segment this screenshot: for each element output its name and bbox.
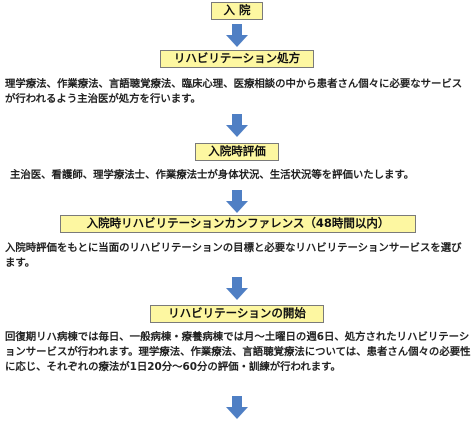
step-box-prescription: リハビリテーション処方 — [160, 50, 314, 68]
step-title-admission: 入 院 — [223, 3, 251, 17]
arrow-down-icon — [225, 277, 249, 301]
step-box-admission: 入 院 — [211, 2, 263, 20]
step-box-rehab-start: リハビリテーションの開始 — [150, 305, 324, 323]
step-title-rehab-start: リハビリテーションの開始 — [168, 306, 306, 320]
step-description-admission-evaluation: 主治医、看護師、理学療法士、作業療法士が身体状況、生活状況等を評価いたします。 — [10, 169, 415, 181]
step-title-admission-evaluation: 入院時評価 — [208, 144, 266, 158]
step-description-conference: 入院時評価をもとに当面のリハビリテーションの目標と必要なリハビリテーションサービ… — [5, 242, 462, 269]
arrow-down-icon — [225, 396, 249, 420]
step-description-rehab-start: 回復期リハ病棟では毎日、一般病棟・療養病棟では月～土曜日の週6日、処方されたリハ… — [5, 331, 471, 373]
step-title-conference: 入院時リハビリテーションカンファレンス（48時間以内） — [86, 216, 390, 230]
arrow-down-icon — [225, 190, 249, 214]
step-box-admission-evaluation: 入院時評価 — [195, 143, 279, 161]
arrow-down-icon — [225, 114, 249, 138]
step-description-prescription: 理学療法、作業療法、言語聴覚療法、臨床心理、医療相談の中から患者さん個々に必要な… — [5, 78, 463, 105]
step-box-conference: 入院時リハビリテーションカンファレンス（48時間以内） — [60, 215, 416, 233]
arrow-down-icon — [225, 24, 249, 48]
step-title-prescription: リハビリテーション処方 — [173, 51, 301, 65]
